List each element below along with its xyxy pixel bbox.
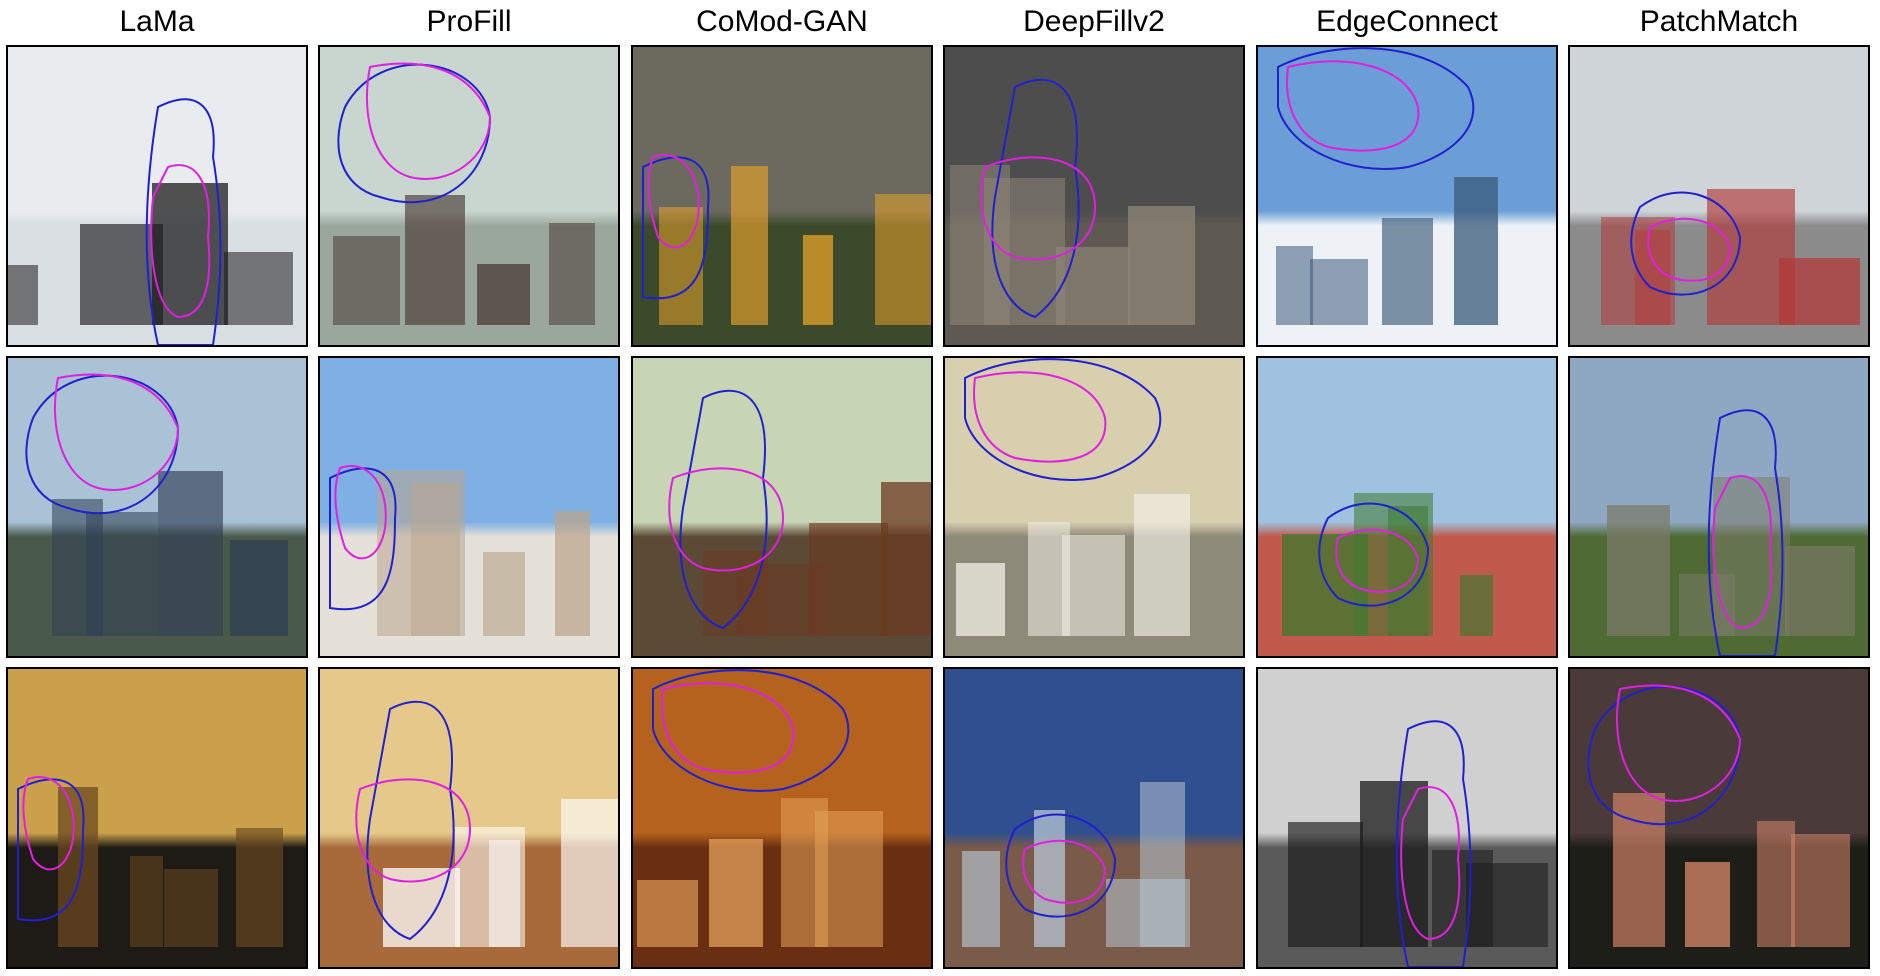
mask-outline (1318, 502, 1430, 607)
mask-outline (1395, 720, 1472, 967)
region-outline (1647, 217, 1732, 282)
photo (8, 47, 306, 345)
mask-outline (964, 358, 1162, 481)
inpainting-result-patchmatch-row-3 (1568, 667, 1870, 969)
inpainting-result-comod-gan-row-3 (631, 667, 933, 969)
inpainting-result-lama-row-2 (6, 356, 308, 658)
inpainting-result-deepfillv2-row-2 (943, 356, 1245, 658)
mask-outline (1630, 191, 1742, 296)
region-outline (1022, 839, 1107, 904)
inpainting-result-edgeconnect-row-3 (1256, 667, 1558, 969)
region-outline (647, 154, 700, 249)
photo (1570, 358, 1868, 656)
region-outline (22, 776, 75, 871)
mask-outline (17, 778, 85, 922)
mask-outline (1277, 47, 1475, 170)
region-outline (668, 467, 785, 572)
photo (1258, 358, 1556, 656)
region-outline (661, 682, 795, 774)
photo (1258, 47, 1556, 345)
inpainting-result-comod-gan-row-2 (631, 356, 933, 658)
photo (8, 669, 306, 967)
photo (1570, 47, 1868, 345)
photo (633, 669, 931, 967)
photo (8, 358, 306, 656)
inpainting-result-edgeconnect-row-2 (1256, 356, 1558, 658)
inpainting-result-edgeconnect-row-1 (1256, 45, 1558, 347)
column-header-profill: ProFill (426, 5, 512, 38)
mask-outline (679, 389, 768, 630)
mask-outline (1005, 813, 1117, 918)
inpainting-result-profill-row-3 (318, 667, 620, 969)
region-outline (54, 373, 180, 491)
region-outline (1712, 475, 1773, 630)
inpainting-result-profill-row-1 (318, 45, 620, 347)
photo (320, 358, 618, 656)
column-header-comod-gan: CoMod-GAN (696, 5, 868, 38)
photo (945, 358, 1243, 656)
inpainting-result-lama-row-1 (6, 45, 308, 347)
region-outline (973, 371, 1107, 463)
mask-outline (145, 98, 222, 345)
mask-outline (329, 467, 397, 611)
region-outline (1616, 684, 1742, 802)
photo (945, 47, 1243, 345)
photo (320, 47, 618, 345)
inpainting-result-lama-row-3 (6, 667, 308, 969)
inpainting-result-profill-row-2 (318, 356, 620, 658)
region-outline (366, 62, 492, 180)
inpainting-result-comod-gan-row-1 (631, 45, 933, 347)
photo (1570, 669, 1868, 967)
column-header-lama: LaMa (119, 5, 195, 38)
region-outline (980, 156, 1097, 261)
region-outline (355, 778, 472, 883)
region-outline (1400, 786, 1461, 941)
region-outline (334, 465, 387, 560)
region-outline (1286, 60, 1420, 152)
column-header-edgeconnect: EdgeConnect (1316, 5, 1498, 38)
mask-outline (642, 156, 710, 300)
column-header-patchmatch: PatchMatch (1639, 5, 1799, 38)
inpainting-result-patchmatch-row-2 (1568, 356, 1870, 658)
photo (633, 47, 931, 345)
photo (633, 358, 931, 656)
mask-outline (991, 78, 1080, 319)
mask-outline (652, 669, 850, 792)
mask-outline (366, 700, 455, 941)
inpainting-result-patchmatch-row-1 (1568, 45, 1870, 347)
region-outline (1335, 528, 1420, 593)
inpainting-result-deepfillv2-row-1 (943, 45, 1245, 347)
inpainting-result-deepfillv2-row-3 (943, 667, 1245, 969)
column-header-deepfillv2: DeepFillv2 (1023, 5, 1165, 38)
photo (945, 669, 1243, 967)
photo (1258, 669, 1556, 967)
region-outline (150, 164, 211, 319)
mask-outline (1707, 409, 1784, 656)
photo (320, 669, 618, 967)
